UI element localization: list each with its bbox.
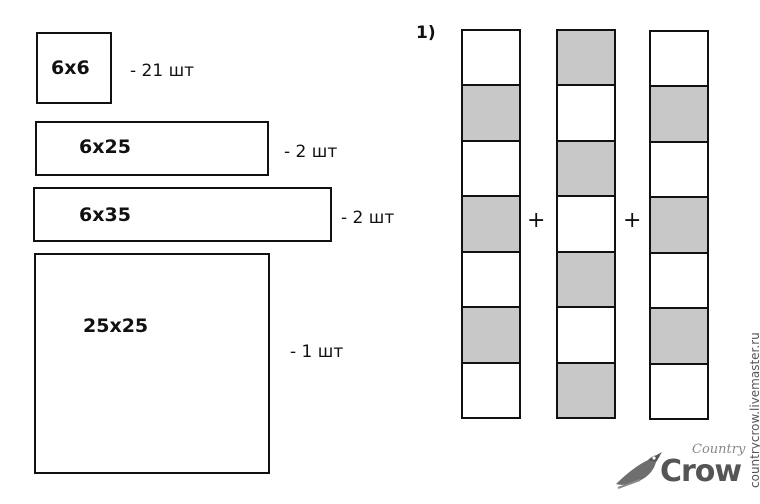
strip-3 bbox=[649, 30, 709, 420]
strip-3-cell-1 bbox=[651, 32, 707, 86]
piece-25x25-qty: - 1 шт bbox=[290, 342, 344, 362]
strip-3-cell-3 bbox=[651, 140, 707, 197]
strip-3-cell-6 bbox=[651, 307, 707, 363]
strip-3-cell-5 bbox=[651, 251, 707, 308]
piece-6x35-qty: - 2 шт bbox=[341, 208, 395, 228]
piece-6x6-qty: - 21 шт bbox=[130, 61, 195, 81]
strip-1-cell-2 bbox=[463, 84, 519, 140]
strip-2-cell-4 bbox=[558, 195, 614, 251]
strip-2-cell-7 bbox=[558, 361, 614, 417]
strip-1-cell-5 bbox=[463, 250, 519, 307]
piece-6x6-rect bbox=[36, 32, 112, 104]
strip-2-cell-1 bbox=[558, 31, 614, 85]
strip-3-cell-4 bbox=[651, 196, 707, 252]
strip-3-cell-2 bbox=[651, 85, 707, 141]
piece-25x25-rect bbox=[34, 253, 270, 474]
step-label: 1) bbox=[416, 23, 436, 43]
piece-6x6-label: 6x6 bbox=[51, 57, 90, 79]
strip-2-cell-3 bbox=[558, 139, 614, 196]
strip-1-cell-7 bbox=[463, 361, 519, 417]
piece-25x25-label: 25x25 bbox=[83, 315, 149, 337]
logo-country-text: Country bbox=[692, 442, 746, 457]
piece-6x35-label: 6x35 bbox=[79, 204, 131, 226]
strip-1-cell-4 bbox=[463, 195, 519, 251]
strip-3-cell-7 bbox=[651, 362, 707, 418]
strip-1-cell-6 bbox=[463, 306, 519, 362]
piece-6x25-qty: - 2 шт bbox=[284, 142, 338, 162]
piece-6x35-rect bbox=[33, 187, 332, 242]
watermark-logo: Country Crow bbox=[614, 440, 745, 492]
watermark-url: countrycrow.livemaster.ru bbox=[748, 332, 760, 488]
strip-2-cell-5 bbox=[558, 250, 614, 307]
crow-bird-icon bbox=[616, 452, 662, 489]
plus-sign-2: + bbox=[623, 208, 642, 233]
strip-2 bbox=[556, 29, 616, 419]
strip-1-cell-1 bbox=[463, 31, 519, 85]
piece-6x25-label: 6x25 bbox=[79, 136, 131, 158]
strip-1-cell-3 bbox=[463, 139, 519, 196]
strip-2-cell-6 bbox=[558, 306, 614, 362]
plus-sign-1: + bbox=[527, 208, 546, 233]
strip-1 bbox=[461, 29, 521, 419]
piece-6x25-rect bbox=[35, 121, 269, 176]
logo-crow-text: Crow bbox=[660, 454, 742, 489]
strip-2-cell-2 bbox=[558, 84, 614, 140]
